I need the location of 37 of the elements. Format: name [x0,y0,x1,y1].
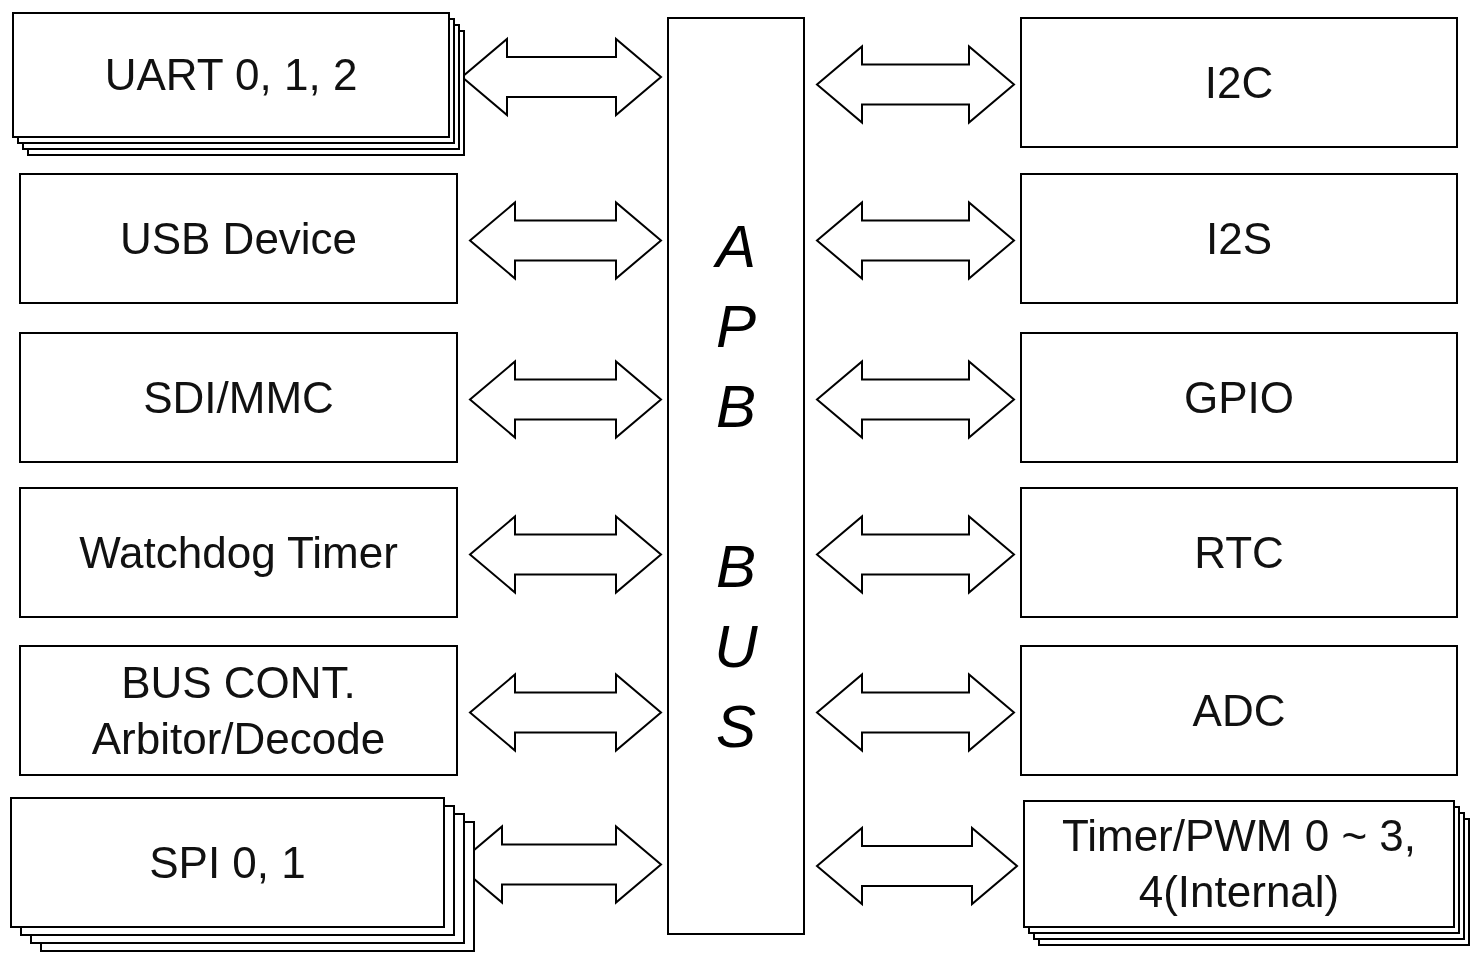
peripheral-block [19,332,458,463]
peripheral-block [19,645,458,776]
peripheral-block [1020,487,1458,618]
block-label: Timer/PWM 0 ~ 3, 4(Internal) [1060,810,1418,918]
peripheral-block [1020,173,1458,304]
block-label: BUS CONT. Arbitor/Decode [90,656,387,765]
double-arrow [815,514,1016,595]
block-label: RTC [1194,526,1284,579]
block-label: UART 0, 1, 2 [104,49,358,101]
double-arrow [815,825,1019,907]
block-label: SPI 0, 1 [149,836,306,889]
double-arrow [468,672,663,753]
peripheral-block [12,12,450,138]
double-arrow [815,200,1016,281]
double-arrow [468,200,663,281]
block-label: I2S [1205,212,1272,265]
block-label: SDI/MMC [143,371,334,424]
peripheral-block [19,173,458,304]
peripheral-block [1020,645,1458,776]
peripheral-block [10,797,445,928]
double-arrow [815,359,1016,440]
peripheral-block [1023,800,1455,928]
bus-bar [667,17,805,935]
block-label: Watchdog Timer [79,526,398,579]
peripheral-block [19,487,458,618]
peripheral-block [1020,332,1458,463]
block-label: USB Device [119,212,358,265]
bus-label: APB [706,207,766,447]
double-arrow [815,44,1016,125]
double-arrow [468,359,663,440]
double-arrow [468,514,663,595]
block-label: ADC [1192,684,1286,737]
bus-label: BUS [713,532,759,762]
peripheral-block [1020,17,1458,148]
block-label: GPIO [1184,371,1294,424]
block-label: I2C [1204,56,1274,109]
double-arrow [815,672,1016,753]
